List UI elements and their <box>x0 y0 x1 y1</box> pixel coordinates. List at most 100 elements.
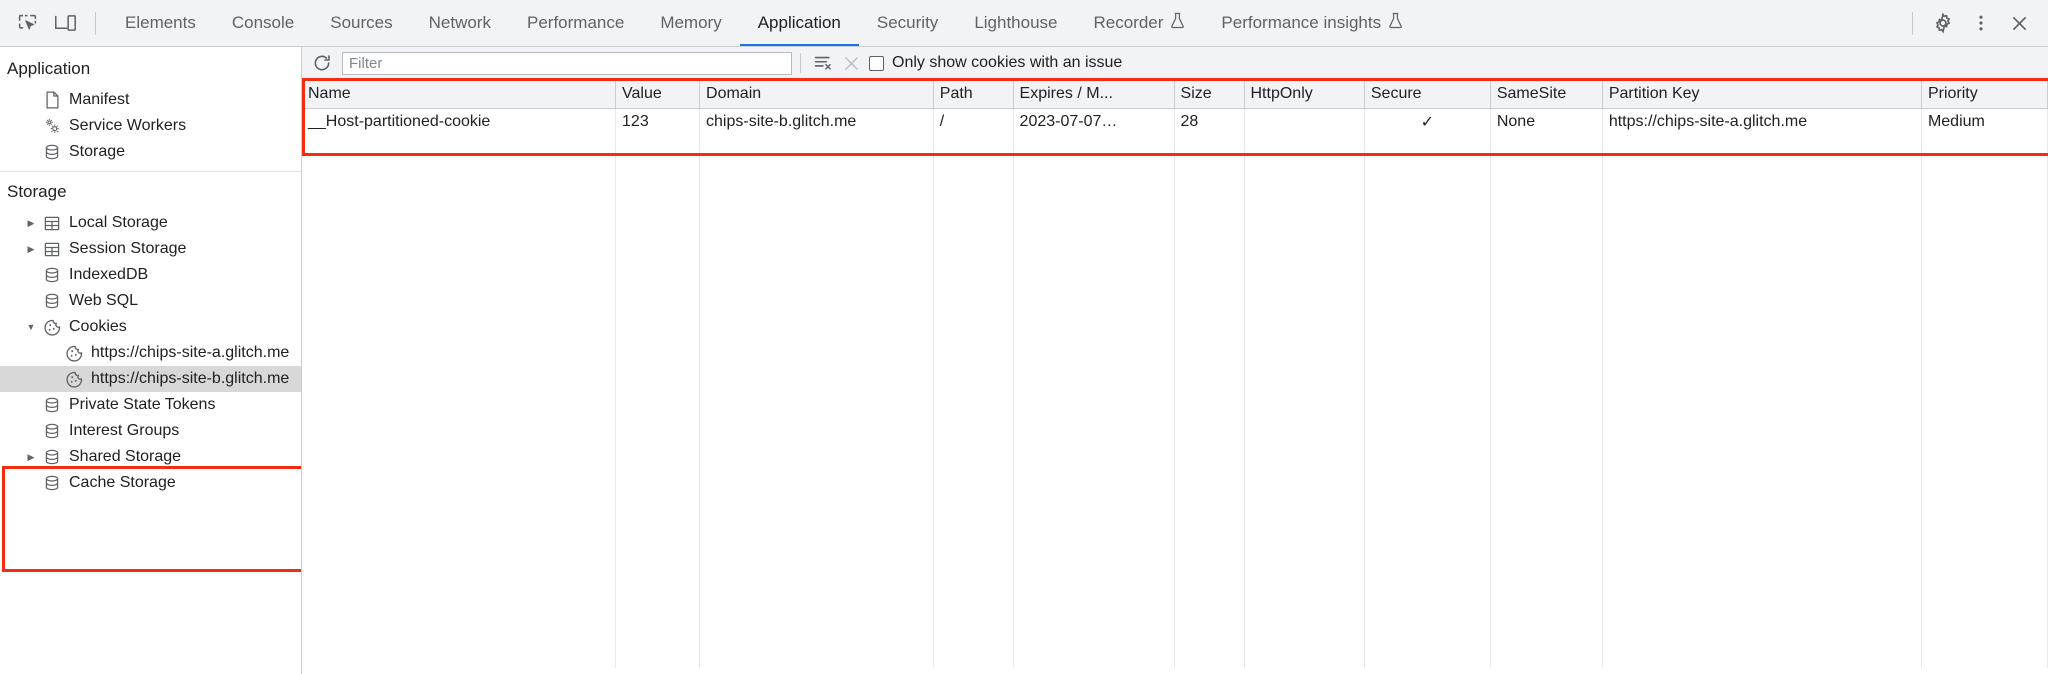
delete-selected-cookie-icon[interactable] <box>837 50 865 76</box>
cell-samesite[interactable]: None <box>1490 108 1603 136</box>
tab-network[interactable]: Network <box>411 0 509 46</box>
gear-icon[interactable] <box>1924 4 1962 42</box>
sidebar-item-indexeddb[interactable]: IndexedDB <box>0 262 301 288</box>
sidebar-item-https-chips-site-a-glitch-me[interactable]: https://chips-site-a.glitch.me <box>0 340 301 366</box>
cell-priority[interactable]: Medium <box>1921 108 2048 136</box>
only-show-issues-checkbox[interactable]: Only show cookies with an issue <box>869 54 1122 72</box>
column-header-size[interactable]: Size <box>1174 80 1245 109</box>
cell-secure[interactable]: ✓ <box>1364 108 1491 136</box>
column-header-value[interactable]: Value <box>615 80 701 109</box>
tab-label: Sources <box>330 13 393 32</box>
empty-row <box>302 276 2048 304</box>
sidebar-section-title: Application <box>7 59 91 78</box>
sidebar-item-label: Private State Tokens <box>69 396 216 413</box>
empty-row <box>302 220 2048 248</box>
tab-recorder[interactable]: Recorder <box>1076 0 1204 46</box>
manifest-icon <box>40 87 64 113</box>
column-header-domain[interactable]: Domain <box>699 80 934 109</box>
sidebar-item-local-storage[interactable]: ▶Local Storage <box>0 210 301 236</box>
device-toolbar-icon[interactable] <box>46 4 84 42</box>
chevron-right-icon[interactable]: ▶ <box>27 217 35 228</box>
column-header-expires-m[interactable]: Expires / M... <box>1013 80 1175 109</box>
column-header-priority[interactable]: Priority <box>1921 80 2048 109</box>
inspect-element-icon[interactable] <box>8 4 46 42</box>
cell-name[interactable]: __Host-partitioned-cookie <box>302 108 617 136</box>
tab-console[interactable]: Console <box>214 0 312 46</box>
sidebar-item-web-sql[interactable]: Web SQL <box>0 288 301 314</box>
sidebar-item-cache-storage[interactable]: Cache Storage <box>0 470 301 496</box>
experiment-flask-icon <box>1388 12 1403 34</box>
sidebar-section-title: Storage <box>7 182 67 201</box>
empty-row <box>302 444 2048 472</box>
empty-row <box>302 556 2048 584</box>
sidebar-item-label: https://chips-site-a.glitch.me <box>91 344 290 361</box>
tab-performance-insights[interactable]: Performance insights <box>1203 0 1421 46</box>
sidebar-item-service-workers[interactable]: Service Workers <box>0 113 301 139</box>
tab-label: Memory <box>660 13 722 32</box>
tab-performance[interactable]: Performance <box>509 0 642 46</box>
cell-domain[interactable]: chips-site-b.glitch.me <box>699 108 934 136</box>
cell-size[interactable]: 28 <box>1174 108 1245 136</box>
chevron-right-icon[interactable]: ▶ <box>27 243 35 254</box>
column-header-path[interactable]: Path <box>933 80 1014 109</box>
checkbox-box[interactable] <box>869 55 884 71</box>
tab-security[interactable]: Security <box>859 0 956 46</box>
empty-row <box>302 640 2048 668</box>
sidebar-item-label: Session Storage <box>69 240 187 257</box>
sidebar-item-https-chips-site-b-glitch-me[interactable]: https://chips-site-b.glitch.me <box>0 366 301 392</box>
empty-row <box>302 332 2048 360</box>
empty-row <box>302 612 2048 640</box>
sidebar-item-manifest[interactable]: Manifest <box>0 87 301 113</box>
twisty-spacer <box>22 139 40 165</box>
column-header-secure[interactable]: Secure <box>1364 80 1491 109</box>
close-icon[interactable] <box>2000 4 2038 42</box>
cell-httponly[interactable] <box>1244 108 1365 136</box>
tab-application[interactable]: Application <box>739 0 860 46</box>
sidebar-item-session-storage[interactable]: ▶ Session Storage <box>0 236 301 262</box>
sidebar-item-label: IndexedDB <box>69 266 149 283</box>
column-header-samesite[interactable]: SameSite <box>1490 80 1603 109</box>
tab-label: Lighthouse <box>974 13 1058 32</box>
kebab-menu-icon[interactable] <box>1962 4 2000 42</box>
sidebar-item-cookies[interactable]: ▼Cookies <box>0 314 301 340</box>
chevron-right-icon[interactable]: ▶ <box>27 451 35 462</box>
sidebar-item-interest-groups[interactable]: Interest Groups <box>0 418 301 444</box>
cookie-icon <box>62 340 86 366</box>
sidebar-item-storage[interactable]: Storage <box>0 139 301 165</box>
clear-all-cookies-icon[interactable] <box>809 50 837 76</box>
sidebar-item-label: Shared Storage <box>69 448 182 465</box>
database-icon <box>40 418 64 444</box>
tab-label: Security <box>876 13 939 32</box>
filter-input[interactable] <box>342 51 792 75</box>
experiment-flask-icon <box>1170 12 1185 34</box>
toolbar-divider <box>800 53 801 73</box>
tab-label: Performance insights <box>1221 13 1382 32</box>
sidebar-item-shared-storage[interactable]: ▶ Shared Storage <box>0 444 301 470</box>
cookies-toolbar: Only show cookies with an issue <box>302 47 2048 80</box>
cell-expires-m[interactable]: 2023-07-07… <box>1013 108 1175 136</box>
refresh-icon[interactable] <box>308 50 336 76</box>
column-header-httponly[interactable]: HttpOnly <box>1244 80 1365 109</box>
tab-lighthouse[interactable]: Lighthouse <box>956 0 1075 46</box>
cell-value[interactable]: 123 <box>615 108 701 136</box>
cell-path[interactable]: / <box>933 108 1014 136</box>
database-icon <box>40 470 64 496</box>
tab-label: Performance <box>526 13 625 32</box>
chevron-down-icon[interactable]: ▼ <box>26 322 36 332</box>
column-header-name[interactable]: Name <box>302 80 617 109</box>
tab-sources[interactable]: Sources <box>312 0 410 46</box>
empty-row <box>302 192 2048 220</box>
column-header-partition-key[interactable]: Partition Key <box>1602 80 1922 109</box>
cell-partition-key[interactable]: https://chips-site-a.glitch.me <box>1602 108 1922 136</box>
sidebar-item-private-state-tokens[interactable]: Private State Tokens <box>0 392 301 418</box>
tab-memory[interactable]: Memory <box>642 0 739 46</box>
empty-row <box>302 584 2048 612</box>
tab-elements[interactable]: Elements <box>107 0 214 46</box>
